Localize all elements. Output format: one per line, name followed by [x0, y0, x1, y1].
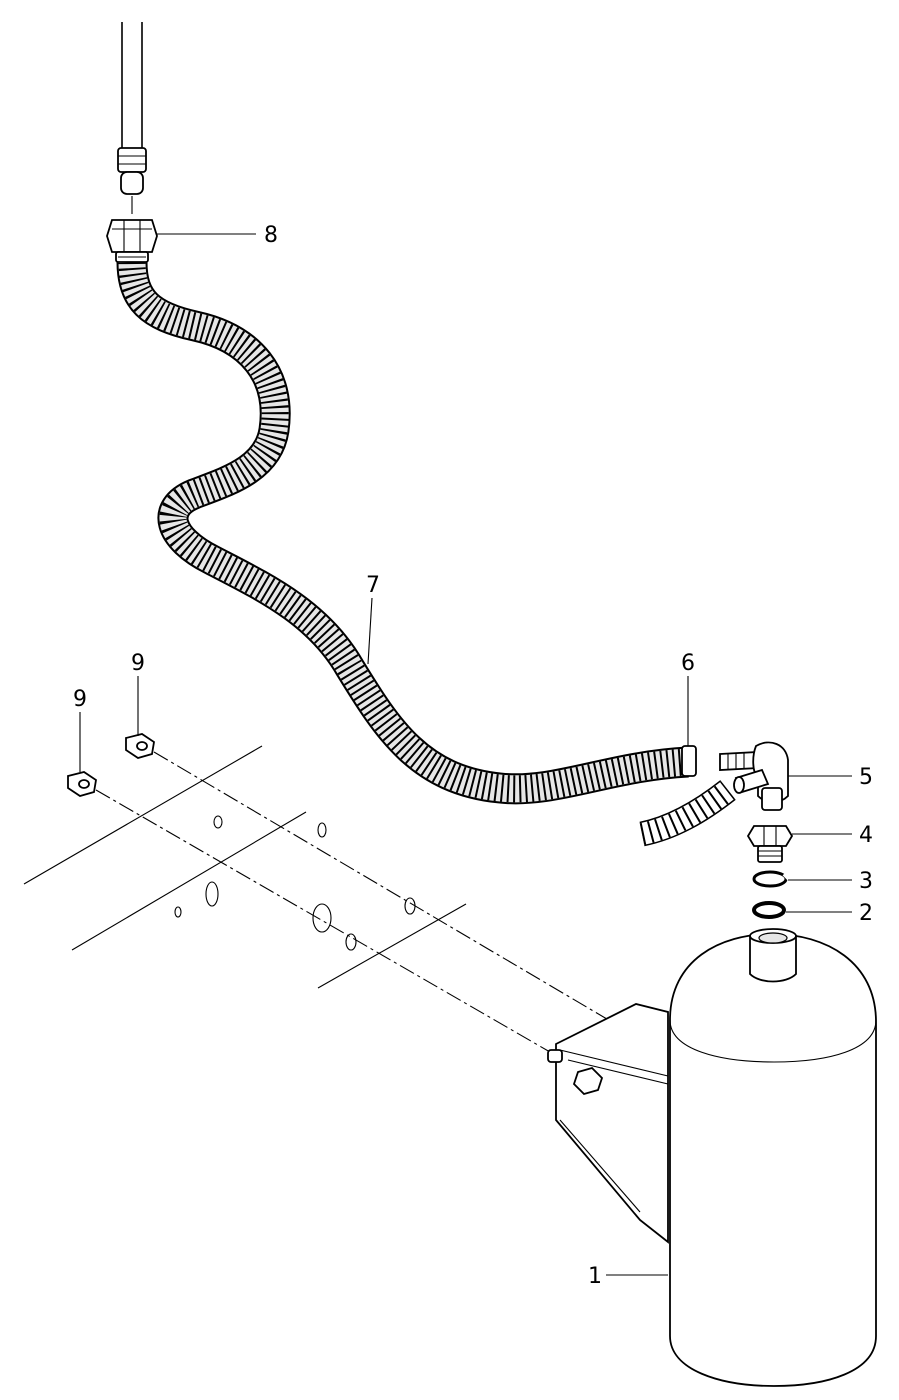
elbow-fitting-part-5	[719, 741, 789, 811]
rigid-pipe	[117, 22, 147, 214]
callout-9-lower: 9	[73, 687, 87, 712]
callout-7: 7	[366, 573, 380, 598]
leader-lines	[79, 233, 852, 1276]
nut-part-9-upper	[125, 733, 155, 759]
hose-section-part-6	[639, 780, 736, 847]
snap-ring-part-3	[752, 870, 792, 888]
callout-2: 2	[859, 901, 873, 926]
sealing-ring-part-2	[752, 901, 786, 919]
nut-part-9-lower	[67, 771, 97, 797]
corrugated-hose-part-7	[116, 261, 697, 805]
callout-5: 5	[859, 765, 873, 790]
callout-1: 1	[588, 1264, 602, 1289]
union-nut-part-8	[106, 219, 158, 263]
callout-6: 6	[681, 651, 695, 676]
callout-3: 3	[859, 869, 873, 894]
threaded-adapter-part-4	[746, 825, 794, 863]
callout-9-upper: 9	[131, 651, 145, 676]
callout-8: 8	[264, 223, 278, 248]
mounting-panel	[23, 745, 467, 989]
alignment-lines	[95, 751, 613, 1053]
callout-4: 4	[859, 823, 873, 848]
tank-with-bracket-part-1	[547, 928, 877, 1387]
